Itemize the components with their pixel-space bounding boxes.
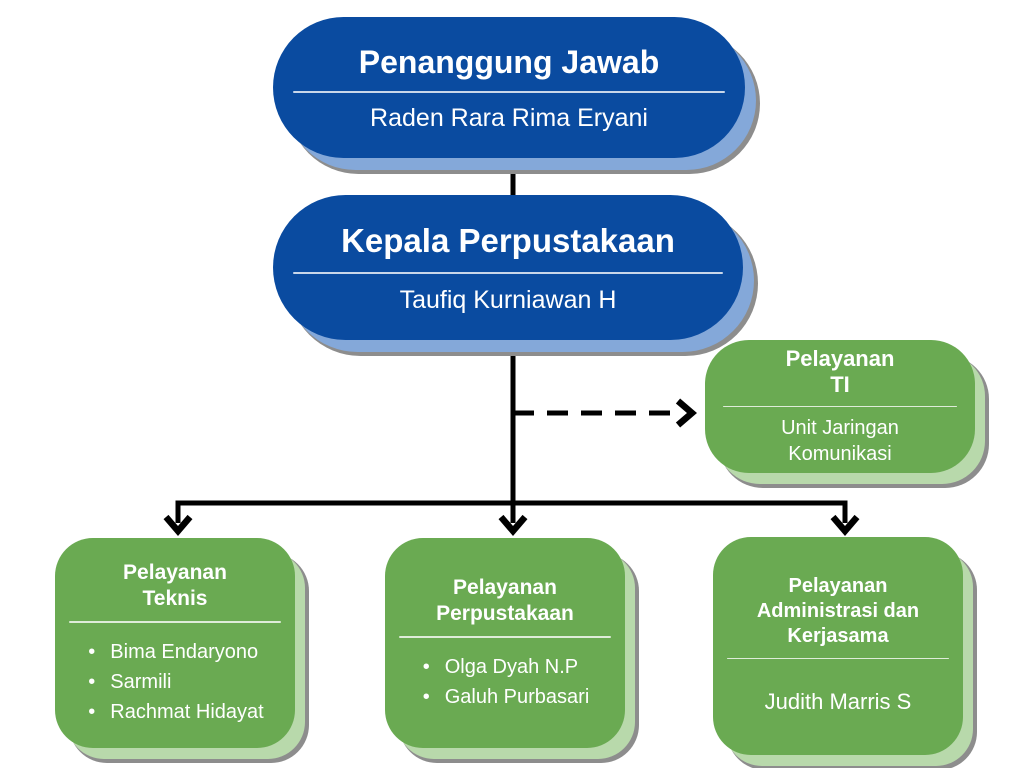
org-node-pelayanan-perpustakaan: Pelayanan Perpustakaan Olga Dyah N.PGalu… <box>385 538 625 748</box>
member-list: Bima EndaryonoSarmiliRachmat Hidayat <box>86 637 263 727</box>
node-title: Pelayanan Administrasi dan Kerjasama <box>756 574 920 647</box>
divider-line <box>399 636 611 638</box>
member-list: Judith Marris S <box>765 685 912 718</box>
org-node-kepala-perpustakaan: Kepala Perpustakaan Taufiq Kurniawan H <box>273 195 743 340</box>
node-unit-name: Unit Jaringan Komunikasi <box>781 417 899 466</box>
node-title: Pelayanan Teknis <box>123 560 227 610</box>
arrowhead-right-down-icon <box>830 514 860 536</box>
node-title: Kepala Perpustakaan <box>341 222 675 260</box>
member-item: Rachmat Hidayat <box>86 697 263 727</box>
node-person-name: Taufiq Kurniawan H <box>399 285 617 314</box>
node-title: Pelayanan Perpustakaan <box>436 575 574 625</box>
divider-line <box>727 657 949 660</box>
node-title: Pelayanan TI <box>785 345 895 398</box>
divider-line <box>69 621 281 623</box>
org-node-pelayanan-administrasi-kerjasama: Pelayanan Administrasi dan Kerjasama Jud… <box>713 537 963 755</box>
member-item: Bima Endaryono <box>86 637 263 667</box>
arrowhead-ti-right-icon <box>675 398 697 428</box>
member-item: Judith Marris S <box>764 689 912 715</box>
divider-line <box>723 405 957 408</box>
arrowhead-middle-down-icon <box>498 514 528 536</box>
member-item: Sarmili <box>86 667 263 697</box>
org-node-pelayanan-ti: Pelayanan TI Unit Jaringan Komunikasi <box>705 340 975 473</box>
member-item: Galuh Purbasari <box>421 682 590 712</box>
member-list: Olga Dyah N.PGaluh Purbasari <box>421 652 590 712</box>
divider-line <box>293 271 723 274</box>
member-item: Olga Dyah N.P <box>421 652 590 682</box>
node-title: Penanggung Jawab <box>358 44 660 80</box>
org-node-penanggung-jawab: Penanggung Jawab Raden Rara Rima Eryani <box>273 17 745 158</box>
arrowhead-left-down-icon <box>163 514 193 536</box>
org-node-pelayanan-teknis: Pelayanan Teknis Bima EndaryonoSarmiliRa… <box>55 538 295 748</box>
divider-line <box>293 91 725 93</box>
node-person-name: Raden Rara Rima Eryani <box>370 104 648 132</box>
